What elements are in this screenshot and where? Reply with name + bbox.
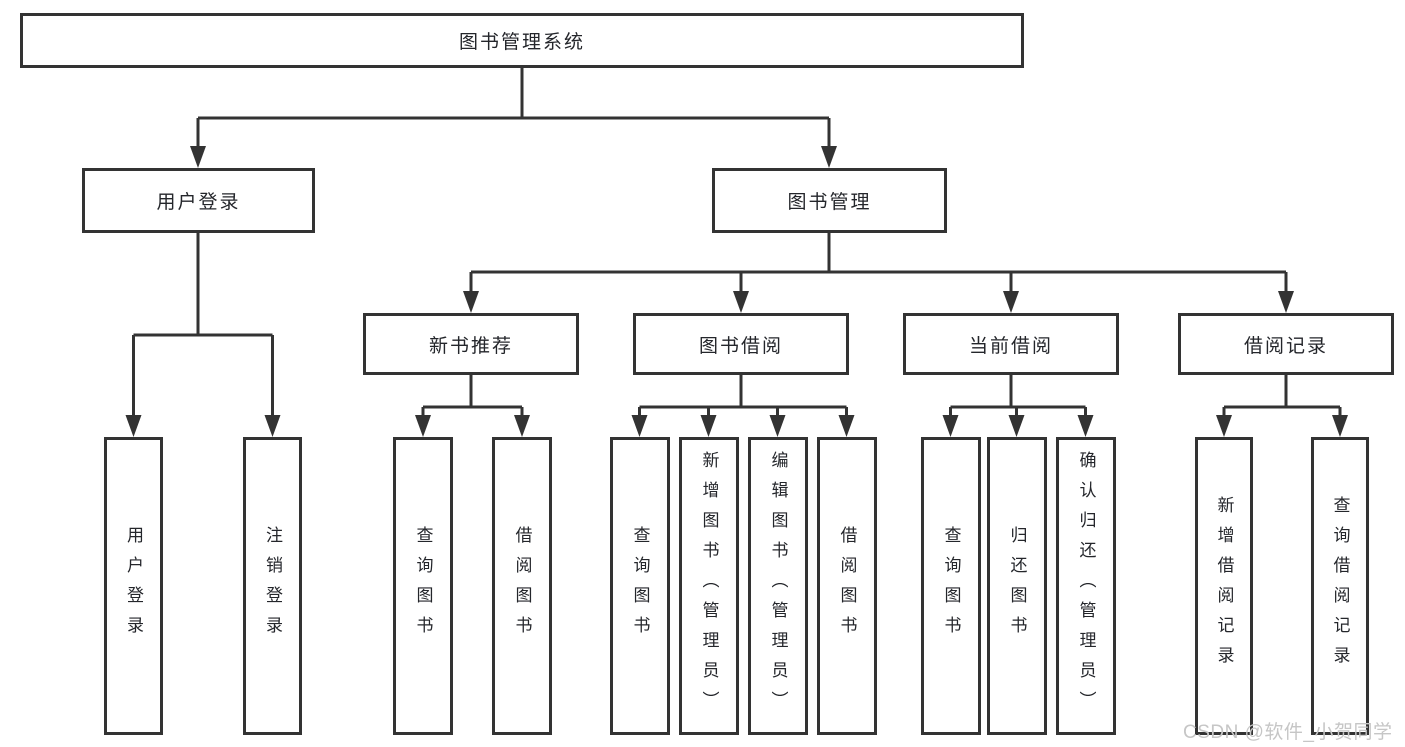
leaf-confirm-return-admin: 确认归还（管理员） (1056, 437, 1116, 735)
leaf-query-book-recommend: 查询图书 (393, 437, 453, 735)
leaf-borrow-book-label: 借阅图书 (837, 526, 857, 646)
leaf-borrow-book-recommend-label: 借阅图书 (512, 526, 532, 646)
node-borrowing-records: 借阅记录 (1178, 313, 1394, 375)
leaf-query-book-recommend-label: 查询图书 (413, 526, 433, 646)
leaf-query-borrow-record-label: 查询借阅记录 (1330, 496, 1350, 676)
leaf-add-book-admin-label: 新增图书（管理员） (699, 451, 719, 721)
leaf-confirm-return-admin-label: 确认归还（管理员） (1076, 451, 1096, 721)
node-book-borrowing-label: 图书借阅 (698, 335, 783, 357)
node-book-management-label: 图书管理 (787, 192, 872, 213)
leaf-edit-book-admin-label: 编辑图书（管理员） (768, 451, 788, 721)
node-new-book-recommend: 新书推荐 (363, 313, 579, 375)
node-root: 图书管理系统 (20, 13, 1024, 68)
leaf-edit-book-admin: 编辑图书（管理员） (748, 437, 808, 735)
leaf-return-book-label: 归还图书 (1007, 526, 1027, 646)
leaf-logout: 注销登录 (243, 437, 302, 735)
leaf-borrow-book-recommend: 借阅图书 (492, 437, 552, 735)
leaf-return-book: 归还图书 (987, 437, 1047, 735)
leaf-query-book-borrowing: 查询图书 (610, 437, 670, 735)
leaf-add-borrow-record-label: 新增借阅记录 (1214, 496, 1234, 676)
node-borrowing-records-label: 借阅记录 (1243, 335, 1328, 357)
leaf-user-login-label: 用户登录 (124, 526, 143, 646)
csdn-watermark: CSDN @软件_小贺同学 (1183, 722, 1393, 743)
leaf-query-book-current: 查询图书 (921, 437, 981, 735)
node-user-login-label: 用户登录 (156, 192, 241, 213)
leaf-add-book-admin: 新增图书（管理员） (679, 437, 739, 735)
arrowheads (125, 146, 1348, 437)
leaf-query-book-current-label: 查询图书 (941, 526, 961, 646)
node-root-label: 图书管理系统 (458, 32, 585, 53)
leaf-user-login: 用户登录 (104, 437, 163, 735)
node-current-borrowing-label: 当前借阅 (968, 335, 1053, 357)
leaf-logout-label: 注销登录 (263, 526, 282, 646)
node-book-borrowing: 图书借阅 (633, 313, 849, 375)
node-current-borrowing: 当前借阅 (903, 313, 1119, 375)
node-user-login: 用户登录 (82, 168, 315, 233)
node-book-management: 图书管理 (712, 168, 947, 233)
leaf-add-borrow-record: 新增借阅记录 (1195, 437, 1253, 735)
leaf-query-borrow-record: 查询借阅记录 (1311, 437, 1369, 735)
leaf-query-book-borrowing-label: 查询图书 (630, 526, 650, 646)
leaf-borrow-book: 借阅图书 (817, 437, 877, 735)
node-new-book-recommend-label: 新书推荐 (428, 335, 513, 357)
